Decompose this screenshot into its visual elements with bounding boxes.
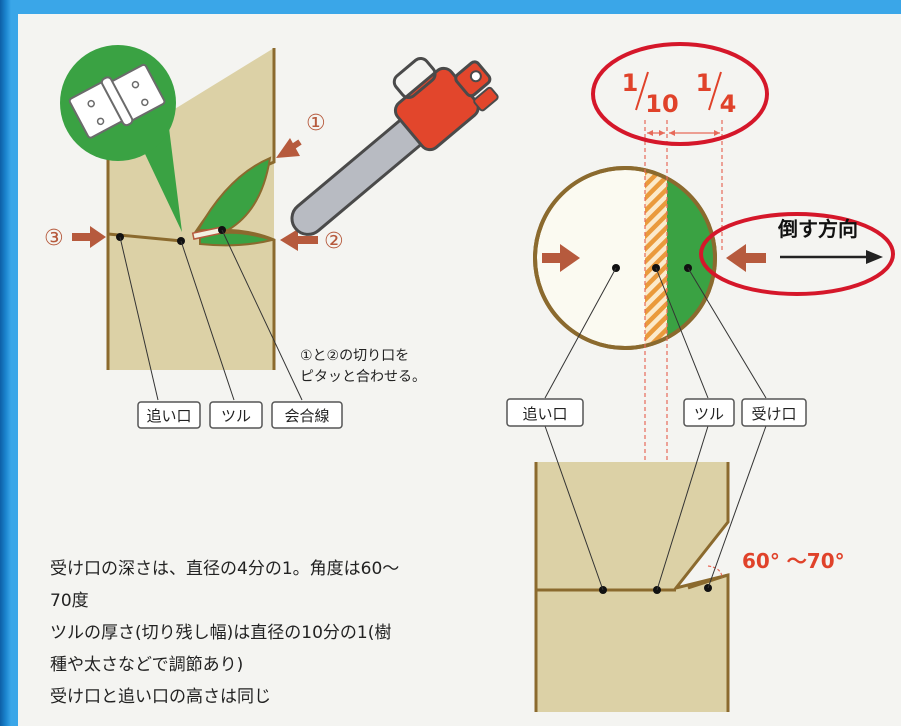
note-line-2: ピタッと合わせる。 (300, 369, 426, 385)
label-box-right-hinge (683, 398, 735, 427)
label-box-meeting-line (271, 401, 343, 429)
angle-label: 60° ～70° (742, 549, 845, 573)
direction-label: 倒す方向 (777, 217, 858, 241)
svg-text:10: 10 (645, 90, 678, 118)
note-text-line-3: ツルの厚さ(切り残し幅)は直径の10分の1(樹 (50, 623, 391, 643)
arrow-back-side (542, 244, 580, 272)
label-hinge: ツル (221, 407, 251, 425)
hinge-hatch-zone (645, 168, 667, 348)
label-right-back-cut: 追い口 (522, 405, 567, 423)
label-right-notch: 受け口 (751, 405, 796, 423)
fraction-one-tenth: 1 10 (622, 69, 679, 118)
note-text-line-2: 70度 (50, 591, 89, 611)
marker-cut-3: ③ (44, 226, 64, 251)
label-right-hinge: ツル (694, 405, 724, 423)
hinge-icon (68, 63, 166, 139)
note-text-line-5: 受け口と追い口の高さは同じ (50, 687, 271, 707)
highlight-circle-fractions (591, 42, 769, 146)
marker-cut-1: ① (306, 111, 326, 136)
arrow-cut-3 (72, 226, 106, 248)
highlight-circle-direction (699, 212, 895, 296)
label-box-right-back-cut (506, 398, 584, 427)
arrow-cut-2 (280, 229, 318, 251)
label-box-right-notch (741, 398, 807, 427)
notch-wedge (196, 156, 272, 231)
svg-text:1: 1 (696, 69, 713, 97)
label-back-cut: 追い口 (146, 407, 191, 425)
svg-text:1: 1 (622, 69, 639, 97)
note-text-line-1: 受け口の深さは、直径の4分の1。角度は60～ (50, 559, 399, 579)
label-box-hinge (209, 401, 263, 429)
left-diagram: ① ② ③ ①と②の切り口を ピタッと合わせる。 追い口 ツ (44, 45, 499, 429)
svg-text:4: 4 (720, 90, 737, 118)
arrow-cut-1 (276, 138, 302, 158)
right-diagram: 1 10 1 4 倒す方向 (506, 42, 895, 712)
note-text-line-4: 種や太さなどで調節あり) (50, 655, 243, 675)
arrow-front-side (726, 244, 766, 272)
chainsaw-illustration (290, 56, 499, 236)
note-line-1: ①と②の切り口を (300, 348, 409, 364)
tree-trunk-side-view (536, 462, 728, 712)
explanation-notes: 受け口の深さは、直径の4分の1。角度は60～ 70度 ツルの厚さ(切り残し幅)は… (50, 559, 399, 707)
marker-cut-2: ② (324, 229, 344, 254)
label-box-back-cut (137, 401, 201, 429)
label-meeting-line: 会合線 (284, 407, 329, 425)
fraction-one-quarter: 1 4 (696, 69, 737, 118)
